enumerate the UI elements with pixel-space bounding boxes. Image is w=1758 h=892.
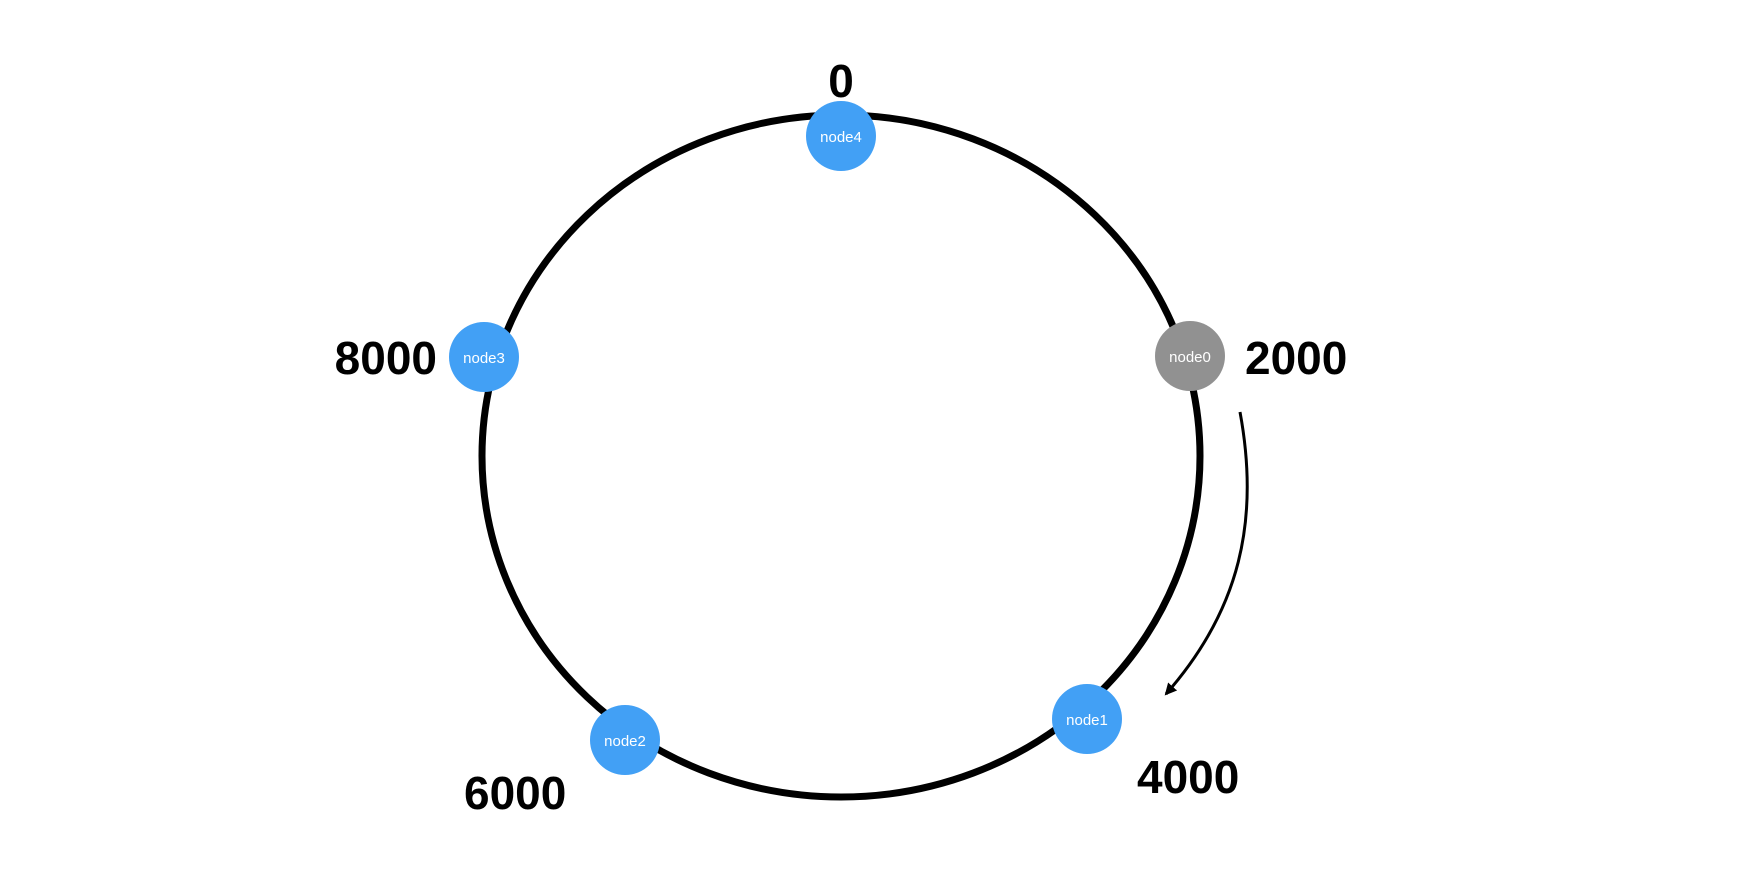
node1-label: node1 — [1066, 712, 1108, 729]
node-node0: node0 — [1155, 321, 1225, 391]
node-node4: node4 — [806, 101, 876, 171]
node-node2: node2 — [590, 705, 660, 775]
node0-label: node0 — [1169, 349, 1211, 366]
node-node1: node1 — [1052, 684, 1122, 754]
position-label-4000: 4000 — [1137, 751, 1239, 803]
position-label-2000: 2000 — [1245, 332, 1347, 384]
node0-circle — [1155, 321, 1225, 391]
node2-circle — [590, 705, 660, 775]
node2-label: node2 — [604, 733, 646, 750]
node3-circle — [449, 322, 519, 392]
node3-label: node3 — [463, 350, 505, 367]
node4-label: node4 — [820, 129, 862, 146]
node1-circle — [1052, 684, 1122, 754]
node4-circle — [806, 101, 876, 171]
position-label-6000: 6000 — [464, 767, 566, 819]
position-label-0: 0 — [828, 55, 854, 107]
node-node3: node3 — [449, 322, 519, 392]
position-label-8000: 8000 — [335, 332, 437, 384]
redistribution-arrow — [1164, 411, 1249, 696]
